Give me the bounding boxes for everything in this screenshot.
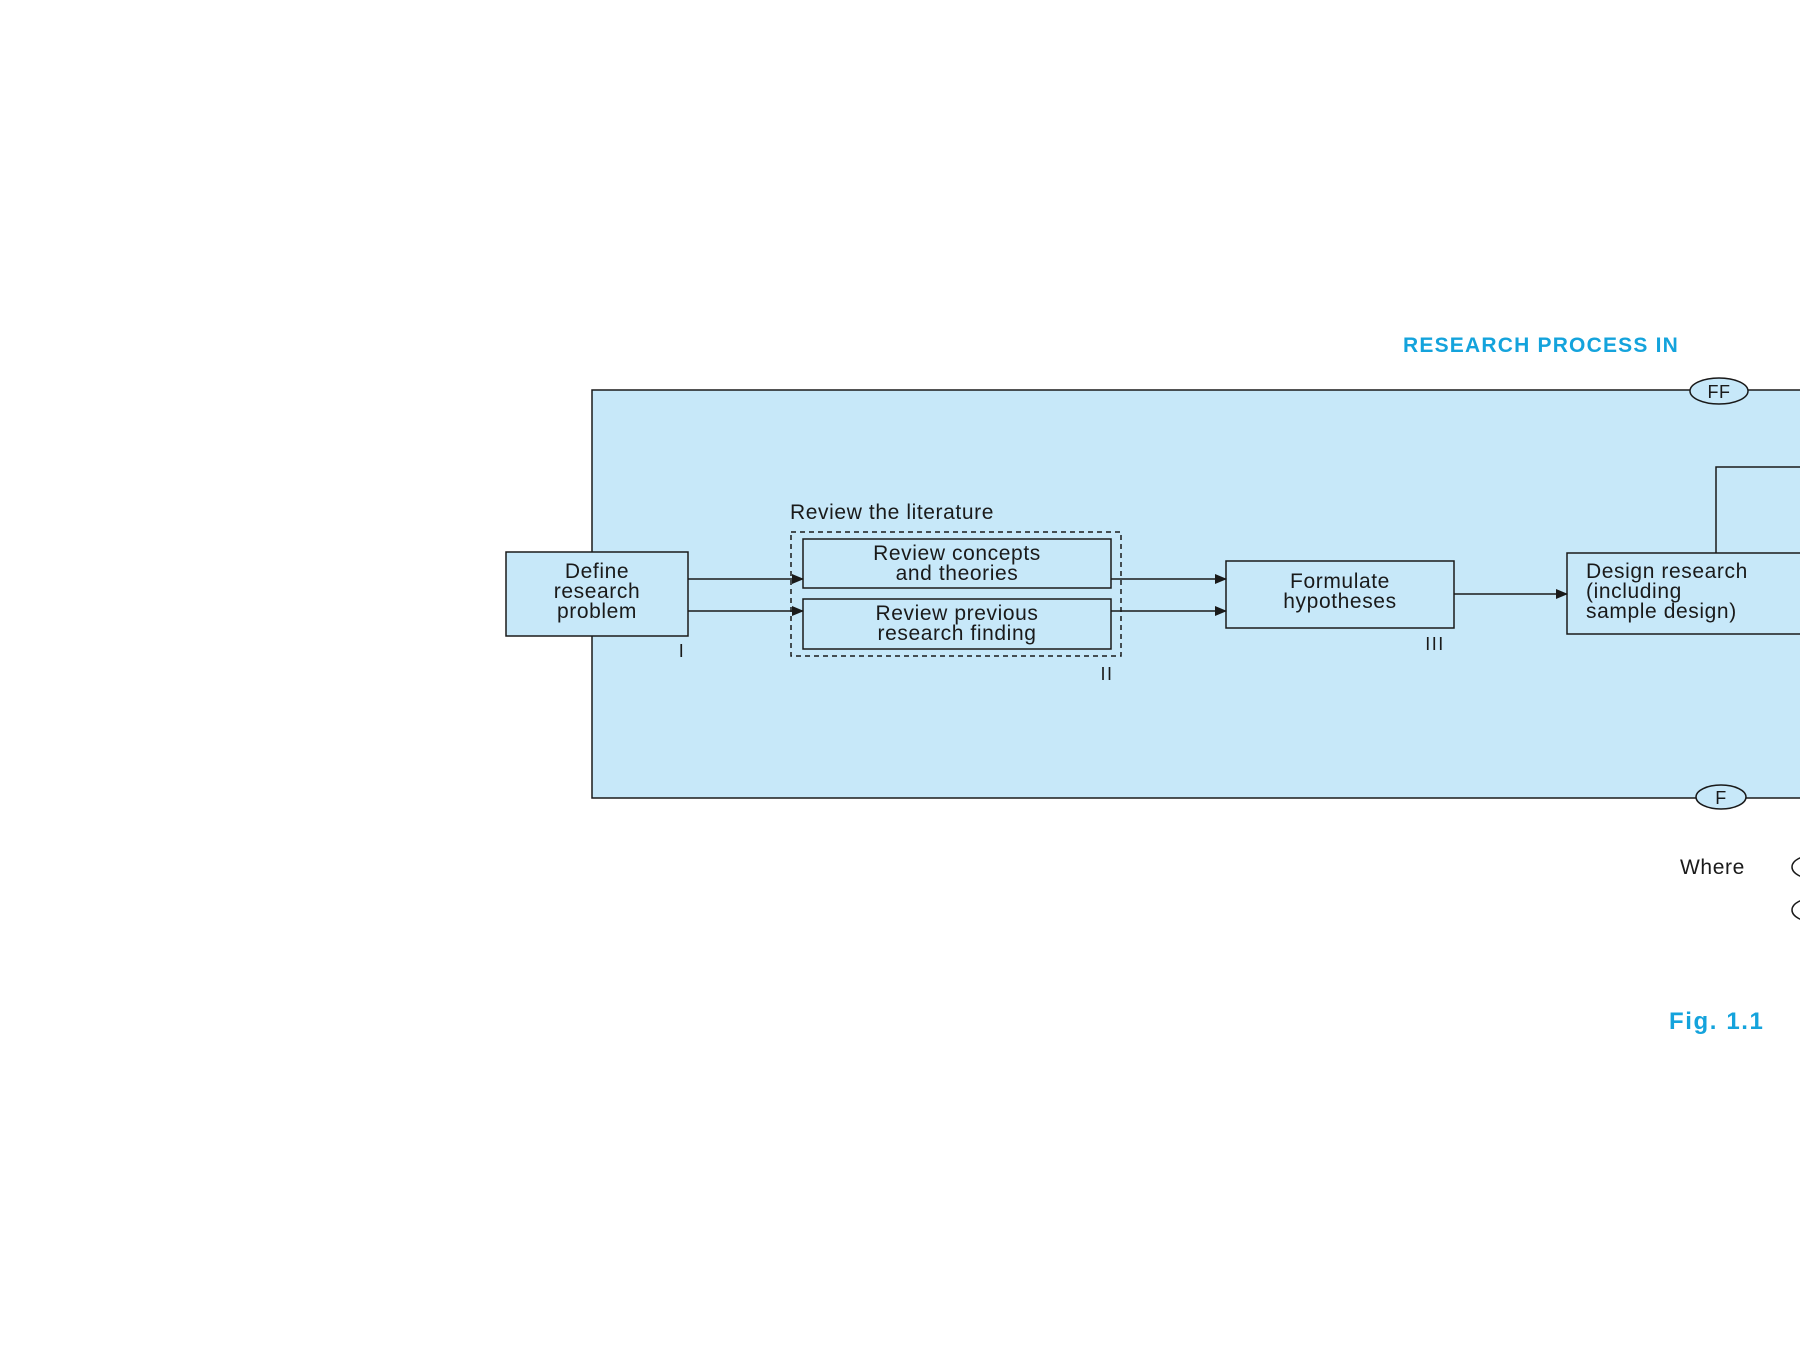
step-3-line-1: Formulate [1290,570,1390,593]
connector-ff-circle [1689,377,1749,405]
review-previous-line-1: Review previous [875,602,1038,625]
connector-ff-label: FF [1708,382,1731,402]
step-design-research-box [1566,552,1800,635]
legend-circle-ff [1791,857,1800,877]
review-previous-line-2: research finding [877,622,1036,645]
step-1-line-3: problem [557,600,637,623]
legend-circle-f [1791,900,1800,920]
step-4-line-3: sample design) [1586,600,1737,623]
step-1-line-1: Define [565,560,629,583]
step-4-line-1: Design research [1586,560,1748,583]
review-concepts-box [802,538,1112,589]
step-define-research-problem-box [505,551,689,637]
feedback-line-up [1715,466,1800,553]
step-1-line-2: research [554,580,641,603]
connector-f-circle [1695,784,1747,810]
step-1-numeral: I [679,641,686,661]
step-3-numeral: III [1425,634,1445,654]
diagram-title: RESEARCH PROCESS IN [1403,334,1679,357]
step-formulate-hypotheses-box [1225,560,1455,629]
review-previous-box [802,598,1112,650]
step-4-line-2: (including [1586,580,1682,603]
review-concepts-line-2: and theories [896,562,1019,585]
connector-f-label: F [1715,788,1727,808]
review-concepts-line-1: Review concepts [873,542,1041,565]
figure-caption: Fig. 1.1 [1669,1008,1765,1035]
literature-group-label: Review the literature [790,501,994,524]
legend-where-label: Where [1680,856,1745,879]
literature-group-dashed-box [790,531,1122,657]
step-2-numeral: II [1100,664,1113,684]
step-3-line-2: hypotheses [1283,590,1396,613]
